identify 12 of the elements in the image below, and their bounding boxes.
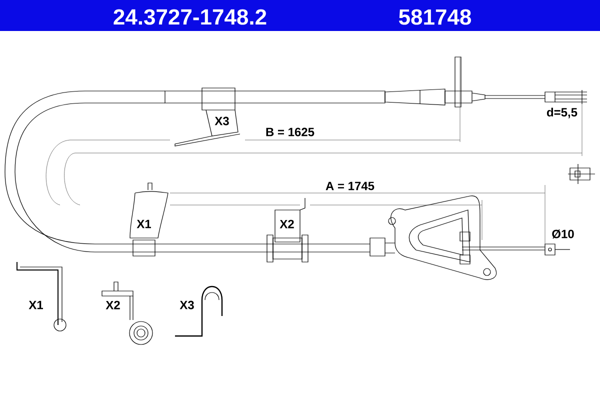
part-label: X3 <box>180 300 194 310</box>
part-label: X1 <box>28 300 43 310</box>
clip-label: X2 <box>280 220 294 228</box>
part-number: 581748 <box>398 9 472 25</box>
dimension-label: B = 1625 <box>266 128 314 136</box>
part-label: X2 <box>106 300 120 310</box>
dimension-label: d=5,5 <box>546 108 578 118</box>
dimension-label: Ø10 <box>552 229 574 239</box>
dimension-label: A = 1745 <box>326 182 374 190</box>
clip-label: X3 <box>214 116 229 126</box>
clip-label: X1 <box>136 220 151 228</box>
part-number: 24.3727-1748.2 <box>114 9 266 25</box>
